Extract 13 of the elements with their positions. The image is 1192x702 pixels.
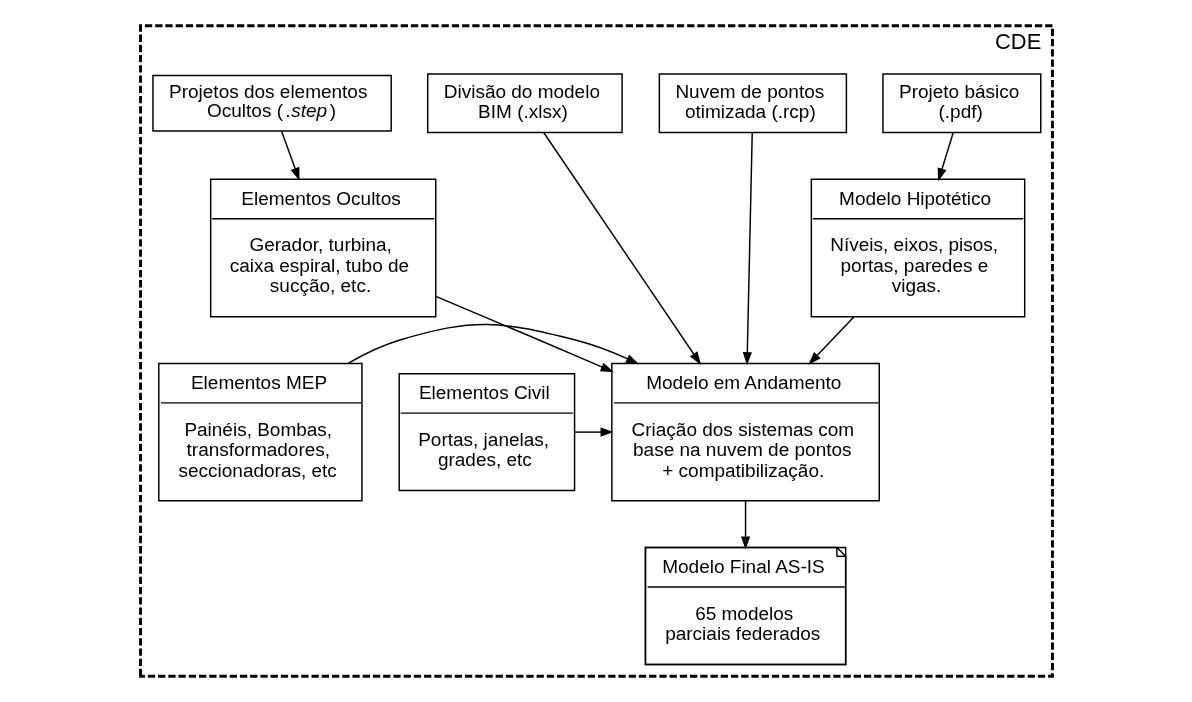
- arrow: [434, 295, 614, 373]
- arrow: [742, 131, 753, 366]
- arrow: [807, 316, 855, 365]
- arrow: [740, 500, 750, 550]
- node-box: Nuvem de pontos otimizada (.rcp): [658, 73, 847, 134]
- arrow: [542, 131, 701, 365]
- node-box: Projeto básico (.pdf): [881, 73, 1041, 134]
- arrow: [937, 132, 954, 182]
- arrow: [573, 427, 614, 437]
- node-box: Divisão do modelo BIM (.xlsx): [426, 73, 623, 134]
- node-box: Projetos dos elementos Ocultos (.step): [151, 74, 392, 132]
- arrow: [280, 130, 299, 181]
- arrow: [347, 323, 639, 365]
